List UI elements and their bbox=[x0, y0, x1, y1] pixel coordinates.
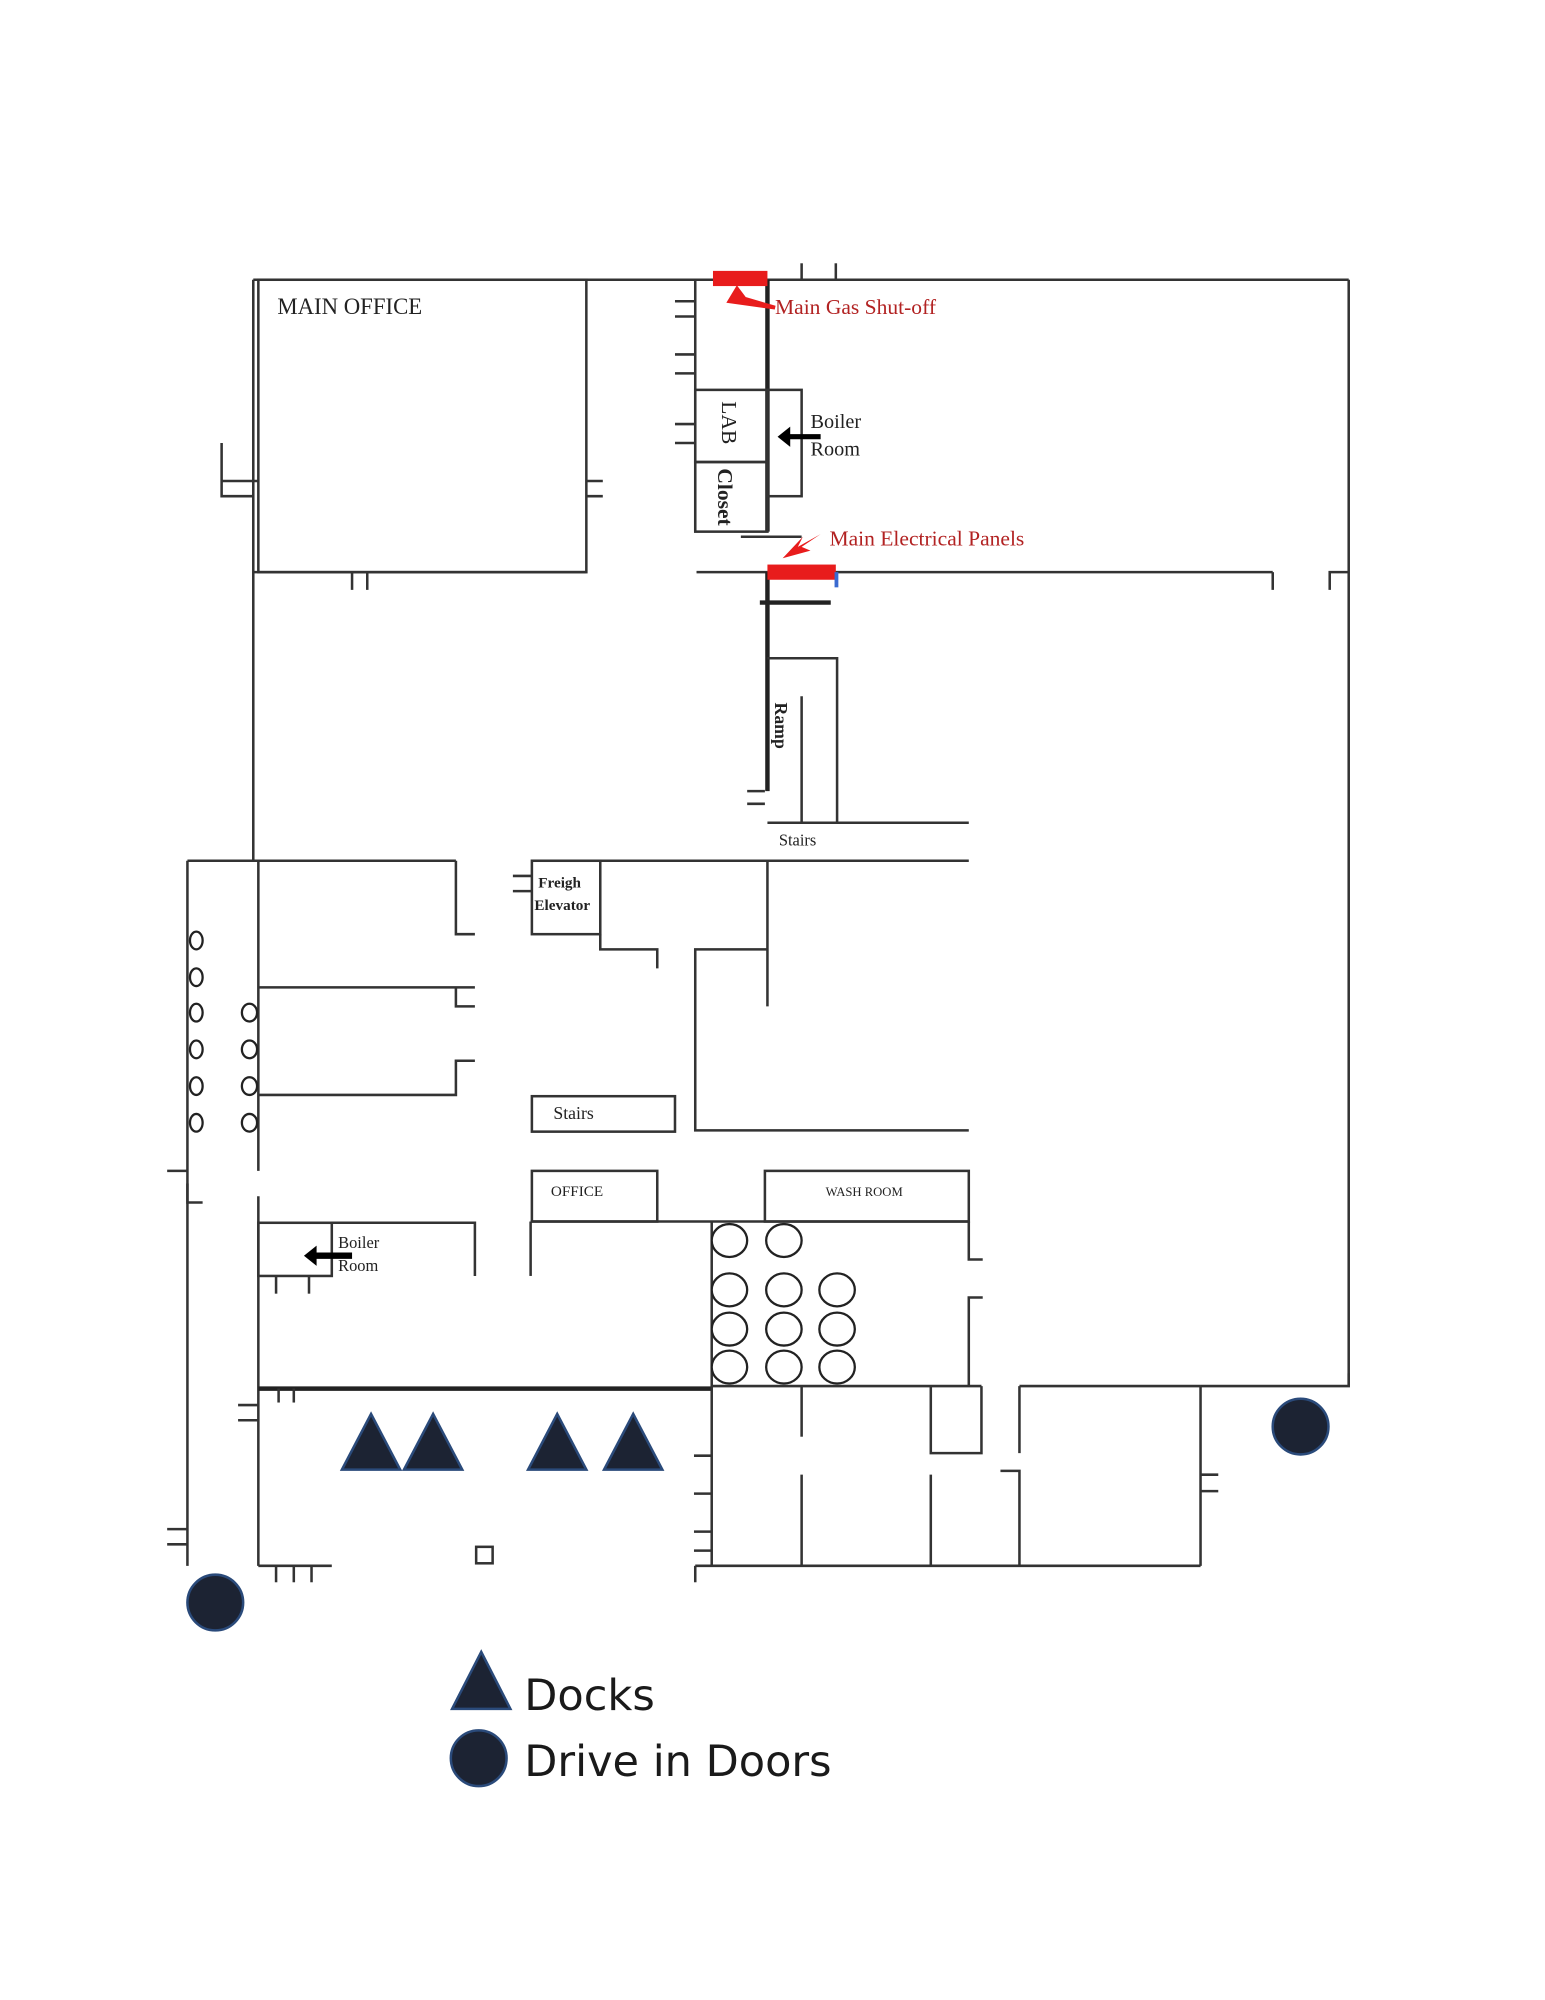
boiler-room-upper bbox=[766, 388, 803, 498]
electrical-panels-arrow-icon bbox=[782, 534, 821, 559]
boiler-room-lower bbox=[257, 1221, 334, 1278]
boiler-room-upper-label-1: Boiler bbox=[810, 411, 861, 433]
walls bbox=[167, 263, 1350, 1583]
stairs-middle-box bbox=[530, 1094, 677, 1133]
wash-room bbox=[763, 1169, 971, 1223]
legend: Docks Drive in Doors bbox=[449, 1649, 832, 1788]
gas-shutoff-marker bbox=[712, 270, 768, 287]
freight-elevator-label-1: Freigh bbox=[538, 874, 581, 891]
panel-edge bbox=[834, 572, 839, 588]
arrow-left-icon bbox=[303, 1245, 353, 1266]
drive-in-door-circle-icon bbox=[186, 1573, 245, 1632]
boiler-room-lower-label-1: Boiler bbox=[338, 1233, 380, 1252]
office-label: OFFICE bbox=[551, 1183, 603, 1200]
electrical-panels-marker bbox=[767, 564, 836, 580]
dock-triangle-icon bbox=[601, 1411, 665, 1471]
closet-label: Closet bbox=[713, 468, 737, 526]
main-office-label: MAIN OFFICE bbox=[277, 294, 422, 319]
wash-room-label: WASH ROOM bbox=[826, 1185, 903, 1199]
drive-in-door-circle-icon bbox=[1271, 1397, 1330, 1456]
freight-elevator bbox=[530, 859, 602, 936]
legend-drive-in-doors-label: Drive in Doors bbox=[524, 1737, 831, 1787]
ramp-label: Ramp bbox=[771, 703, 791, 749]
dock-triangle-icon bbox=[525, 1411, 589, 1471]
gas-shutoff-arrow-icon bbox=[726, 285, 776, 310]
main-office-room bbox=[257, 278, 588, 574]
legend-dock-triangle-icon bbox=[450, 1649, 513, 1711]
stairs-middle-label: Stairs bbox=[553, 1103, 593, 1123]
freight-elevator-label-2: Elevator bbox=[534, 897, 590, 914]
dock-triangle-icon bbox=[339, 1411, 403, 1471]
columns bbox=[188, 930, 856, 1385]
stairs-upper-label: Stairs bbox=[779, 831, 816, 850]
electrical-panels-label: Main Electrical Panels bbox=[829, 527, 1024, 551]
dock-triangle-icon bbox=[401, 1411, 465, 1471]
boiler-room-upper-label-2: Room bbox=[810, 439, 860, 461]
small-square-marker bbox=[474, 1545, 494, 1565]
boiler-room-lower-label-2: Room bbox=[338, 1256, 378, 1275]
gas-shutoff-label: Main Gas Shut-off bbox=[775, 295, 937, 319]
legend-drive-in-door-circle-icon bbox=[449, 1729, 508, 1788]
arrow-left-icon bbox=[777, 426, 821, 447]
legend-docks-label: Docks bbox=[524, 1671, 654, 1721]
lab-label: LAB bbox=[717, 401, 741, 444]
